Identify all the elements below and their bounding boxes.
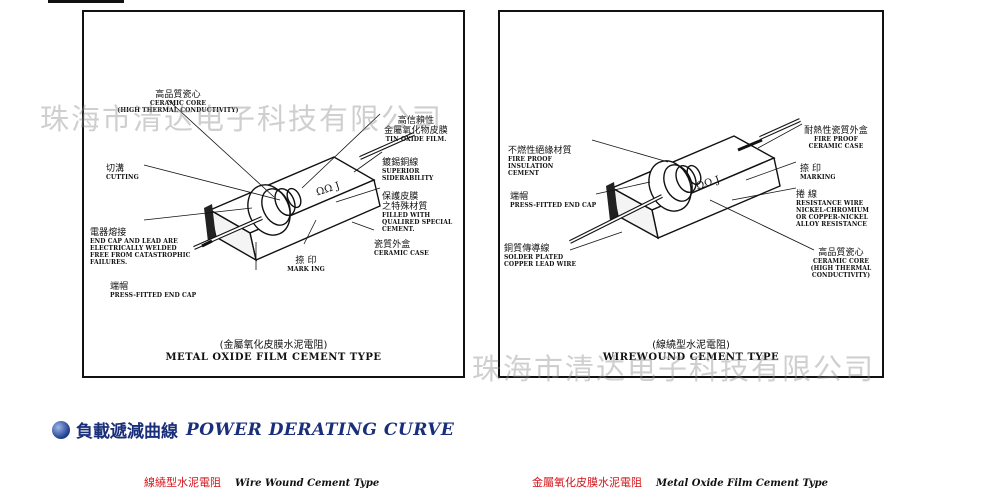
metal-oxide-resistor-illustration <box>143 99 415 270</box>
section-heading: 負載遞減曲線 POWER DERATING CURVE <box>52 417 454 442</box>
watermark-bottom: 珠海市清达电子科技有限公司 <box>472 352 876 386</box>
caption-zh-right: (線繞型水泥電阻) <box>652 340 730 351</box>
blue-bullet-icon <box>52 420 70 439</box>
subtitle-metal-oxide: 金屬氧化皮膜水泥電阻 Metal Oxide Film Cement Type <box>532 476 829 489</box>
top-rule <box>48 0 124 3</box>
watermark-top: 珠海市清达电子科技有限公司 <box>40 102 444 136</box>
caption-en-left: METAL OXIDE FILM CEMENT TYPE <box>165 352 382 363</box>
caption-en-right: WIREWOUND CEMENT TYPE <box>602 352 780 363</box>
subtitle-wirewound: 線繞型水泥電阻 Wire Wound Cement Type <box>144 476 380 489</box>
wirewound-resistor-illustration <box>569 118 815 251</box>
section-title-en: POWER DERATING CURVE <box>186 419 455 440</box>
section-title-zh: 負載遞減曲線 <box>76 422 178 442</box>
caption-zh-left: (金屬氧化皮膜水泥電阻) <box>219 340 328 351</box>
